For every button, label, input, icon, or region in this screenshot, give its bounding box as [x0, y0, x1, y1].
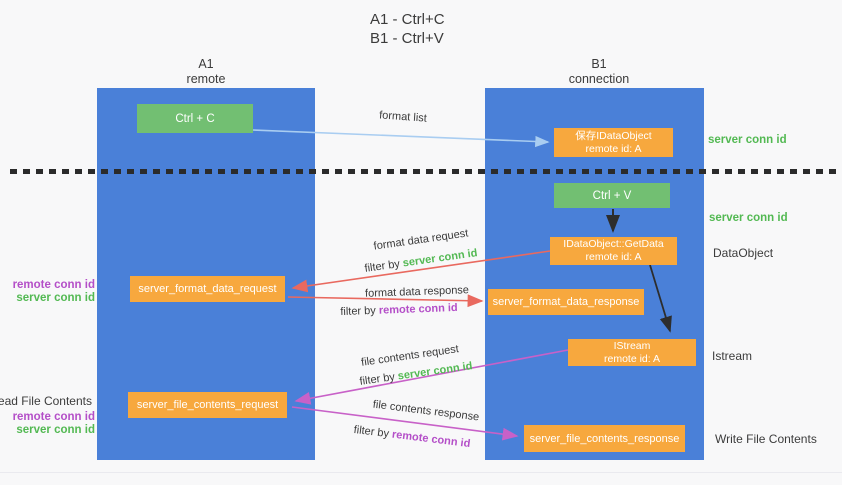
title-line-1: A1 - Ctrl+C [370, 11, 445, 28]
node-server-file-contents-response-label: server_file_contents_response [529, 432, 680, 445]
label-remote-conn-id-2: remote conn id [12, 411, 95, 423]
node-ctrl-c-label: Ctrl + C [175, 112, 215, 125]
edge-label-filter-2-prefix: filter by [340, 304, 377, 319]
node-getdata-line2: remote id: A [585, 251, 642, 263]
label-dataobject: DataObject [713, 246, 774, 260]
left-lane-header: A1 remote [136, 57, 276, 87]
left-lane-role: remote [186, 72, 226, 86]
label-conn-id-pair-2: remote conn id server conn id [13, 411, 95, 436]
edge-file-contents-response-arrow [291, 406, 519, 441]
right-lane-role: connection [568, 72, 630, 86]
title-line-2: B1 - Ctrl+V [370, 30, 444, 47]
node-istream: IStream remote id: A [568, 339, 696, 366]
node-server-format-data-request-label: server_format_data_request [138, 283, 277, 295]
node-server-file-contents-request: server_file_contents_request [128, 392, 287, 418]
edge-format-data-request-arrow [291, 250, 551, 293]
label-write-file-contents: Write File Contents [715, 432, 817, 446]
node-idataobject-getdata: IDataObject::GetData remote id: A [550, 237, 677, 265]
left-lane-name: A1 [198, 57, 214, 71]
right-lane-name: B1 [591, 57, 607, 71]
node-save-idataobject-line1: 保存IDataObject [575, 129, 652, 142]
diagram-title: A1 - Ctrl+C B1 - Ctrl+V [370, 10, 445, 48]
label-server-conn-id-top: server conn id [708, 134, 787, 146]
label-server-conn-id-2: server conn id [16, 423, 95, 436]
node-ctrl-v-label: Ctrl + V [592, 189, 632, 202]
label-istream: Istream [712, 349, 753, 363]
node-server-file-contents-request-label: server_file_contents_request [136, 399, 279, 411]
node-save-idataobject-line2: remote id: A [585, 142, 642, 155]
node-save-idataobject: 保存IDataObject remote id: A [554, 128, 673, 157]
label-server-conn-id-mid: server conn id [709, 212, 788, 224]
right-lane-header: B1 connection [529, 57, 669, 87]
node-getdata-line1: IDataObject::GetData [563, 238, 664, 250]
label-remote-conn-id-1: remote conn id [12, 279, 95, 291]
edge-format-data-response-arrow [287, 294, 484, 308]
bottom-divider-line [0, 472, 842, 473]
edge-format-list-arrow [252, 129, 550, 148]
edge-getdata-to-istream-arrow [649, 264, 672, 333]
label-server-conn-id-1: server conn id [16, 291, 95, 304]
node-ctrl-c: Ctrl + C [137, 104, 253, 133]
node-server-format-data-response: server_format_data_response [488, 289, 644, 315]
node-server-file-contents-response: server_file_contents_response [524, 425, 685, 452]
label-conn-id-pair-1: remote conn id server conn id [13, 279, 95, 304]
node-server-format-data-response-label: server_format_data_response [492, 296, 640, 308]
node-istream-line1: IStream [613, 339, 651, 352]
node-ctrl-v: Ctrl + V [554, 183, 670, 208]
node-server-format-data-request: server_format_data_request [130, 276, 285, 302]
node-istream-line2: remote id: A [603, 352, 661, 365]
label-read-file-contents: Read File Contents [0, 394, 92, 408]
session-divider-line [10, 169, 837, 174]
edge-file-contents-request-arrow [294, 349, 569, 405]
